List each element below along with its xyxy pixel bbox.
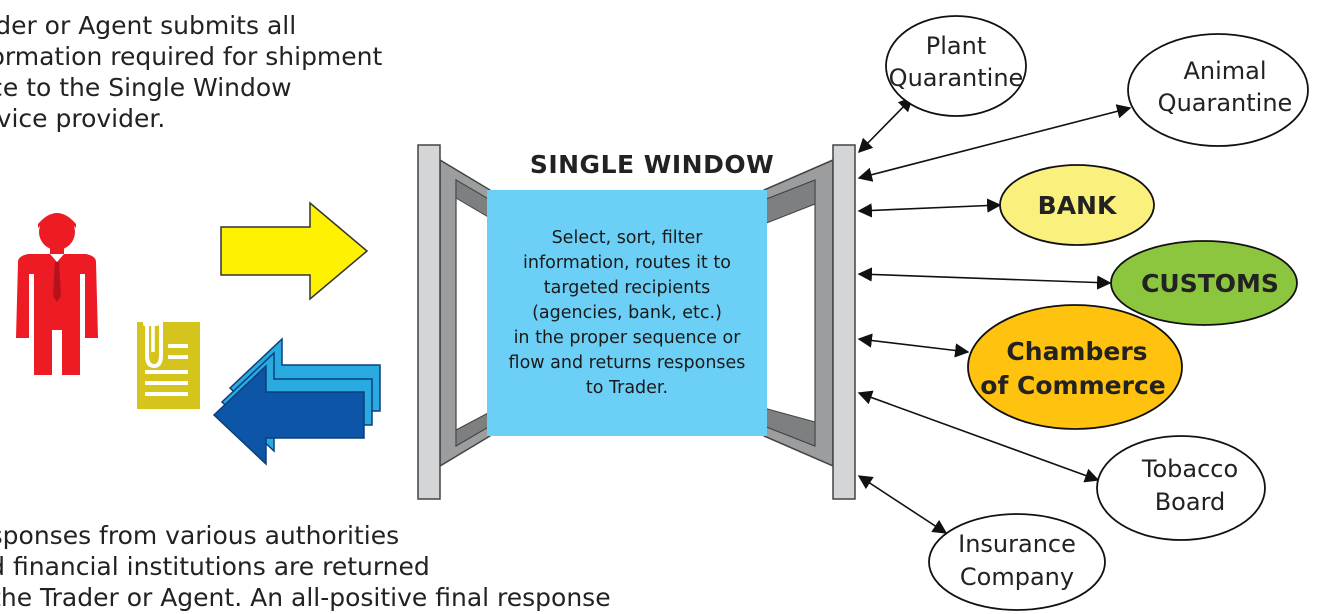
recipient-label: Chambers xyxy=(1006,337,1147,366)
recipient-label: Company xyxy=(960,563,1074,591)
connector-insurance-company xyxy=(857,475,948,534)
response-note-line: and financial institutions are returned xyxy=(0,552,430,581)
recipient-tobacco-board: Tobacco Board xyxy=(1096,435,1266,541)
recipient-bank: BANK xyxy=(999,164,1155,246)
recipient-label: Plant xyxy=(926,32,986,60)
submission-note-line: Trader or Agent submits all xyxy=(0,11,297,40)
connector-customs xyxy=(857,267,1112,290)
document-icon xyxy=(137,305,200,409)
recipient-plant-quarantine: Plant Quarantine xyxy=(885,15,1027,117)
description-line: to Trader. xyxy=(585,377,669,398)
recipient-label: of Commerce xyxy=(980,371,1165,400)
recipient-label: Insurance xyxy=(958,530,1076,558)
single-window-panel: Select, sort, filter information, routes… xyxy=(487,190,767,436)
connector-tobacco-board xyxy=(857,390,1100,483)
description-line: in the proper sequence or xyxy=(513,327,741,348)
submission-note: Trader or Agent submits all information … xyxy=(0,10,382,134)
recipient-label: Animal xyxy=(1183,57,1266,85)
connector-bank xyxy=(857,198,1002,218)
response-arrows-icon xyxy=(212,337,381,466)
trader-person-icon xyxy=(16,213,98,375)
window-left-frame xyxy=(417,144,491,500)
recipient-animal-quarantine: Animal Quarantine xyxy=(1127,33,1309,147)
recipient-label: CUSTOMS xyxy=(1141,269,1279,298)
connector-plant-quarantine xyxy=(857,96,914,154)
description-line: Select, sort, filter xyxy=(551,227,703,248)
submission-note-line: information required for shipment xyxy=(0,42,383,71)
connector-animal-quarantine xyxy=(857,104,1132,182)
connectors xyxy=(857,96,1132,534)
description-line: targeted recipients xyxy=(543,277,711,298)
response-note: Responses from various authorities and f… xyxy=(0,520,611,613)
single-window-description: Select, sort, filter information, routes… xyxy=(509,226,746,401)
recipient-label: Tobacco xyxy=(1141,455,1238,483)
recipient-label: Board xyxy=(1155,488,1226,516)
description-line: information, routes it to xyxy=(523,252,731,273)
description-line: (agencies, bank, etc.) xyxy=(532,302,722,323)
window-right-frame xyxy=(763,144,856,500)
connector-chambers-of-commerce xyxy=(857,333,970,358)
recipient-label: Quarantine xyxy=(889,64,1024,92)
description-line: flow and returns responses xyxy=(508,352,746,373)
recipient-label: Quarantine xyxy=(1158,89,1293,117)
single-window-title: SINGLE WINDOW xyxy=(529,150,775,179)
response-note-line: Responses from various authorities xyxy=(0,521,400,550)
recipient-chambers-of-commerce: Chambers of Commerce xyxy=(967,304,1183,430)
recipient-insurance-company: Insurance Company xyxy=(928,513,1106,611)
submission-note-line: once to the Single Window xyxy=(0,73,292,102)
response-note-line: to the Trader or Agent. An all-positive … xyxy=(0,583,611,612)
recipient-label: BANK xyxy=(1038,191,1118,220)
submission-arrow-icon xyxy=(220,201,369,301)
submission-note-line: service provider. xyxy=(0,104,166,133)
recipient-customs: CUSTOMS xyxy=(1110,240,1298,326)
